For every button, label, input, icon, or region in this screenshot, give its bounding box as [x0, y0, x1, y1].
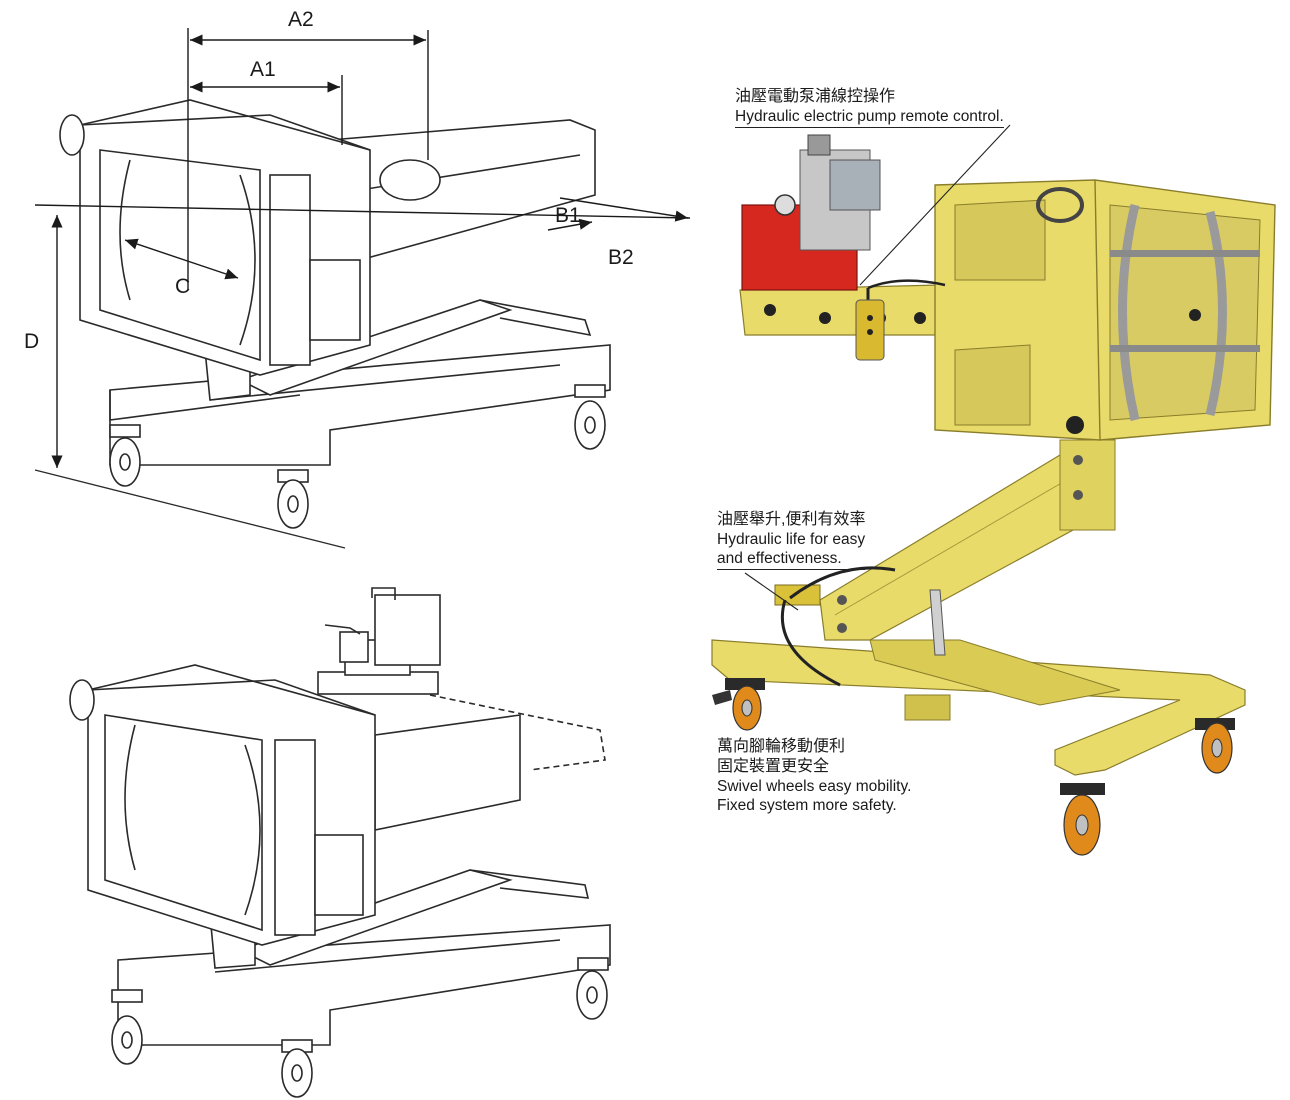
callout-swivel-wheels-en-line1: Swivel wheels easy mobility.	[717, 778, 912, 795]
dimension-label-c: C	[175, 275, 190, 298]
callout-hydraulic-lift-en-line1: Hydraulic life for easy	[717, 531, 866, 548]
swivel-caster-wheel	[1195, 718, 1235, 774]
dimension-label-a1: A1	[250, 58, 276, 81]
caster-wheel	[281, 1039, 313, 1098]
caster-wheel	[109, 424, 141, 487]
callout-swivel-wheels-zh-line1: 萬向腳輪移動便利	[717, 738, 846, 755]
callout-swivel-wheels-en-line2: Fixed system more safety.	[717, 797, 897, 814]
caster-wheel	[111, 989, 143, 1065]
caster-wheel	[576, 957, 609, 1020]
callout-remote-control-en: Hydraulic electric pump remote control.	[735, 107, 1004, 128]
dimension-labels: A2 A1 B1 B2 C D	[24, 8, 634, 353]
swivel-caster-wheel	[712, 678, 765, 731]
callout-hydraulic-lift: 油壓舉升,便利有效率 Hydraulic life for easy and e…	[717, 510, 866, 570]
dimension-label-d: D	[24, 330, 39, 353]
callout-hydraulic-lift-zh: 油壓舉升,便利有效率	[717, 511, 866, 528]
machine-photo	[711, 134, 1276, 856]
dimension-drawing	[34, 99, 611, 549]
caster-wheel	[574, 384, 606, 450]
callout-hydraulic-lift-en-line2: and effectiveness.	[717, 549, 866, 570]
dimension-lines	[34, 28, 691, 468]
callout-remote-control-zh: 油壓電動泵浦線控操作	[735, 88, 896, 105]
caster-wheel	[277, 469, 309, 529]
callout-swivel-wheels-zh-line2: 固定裝置更安全	[717, 758, 830, 775]
pump-assembly-drawing	[69, 587, 611, 1098]
callout-swivel-wheels: 萬向腳輪移動便利 固定裝置更安全 Swivel wheels easy mobi…	[717, 737, 911, 815]
dimension-label-b2: B2	[608, 246, 634, 269]
callout-leaders	[744, 124, 1011, 611]
swivel-caster-wheel	[1060, 783, 1105, 856]
dimension-label-a2: A2	[288, 8, 314, 31]
callout-remote-control: 油壓電動泵浦線控操作 Hydraulic electric pump remot…	[735, 87, 1004, 128]
dimension-label-b1: B1	[555, 204, 581, 227]
